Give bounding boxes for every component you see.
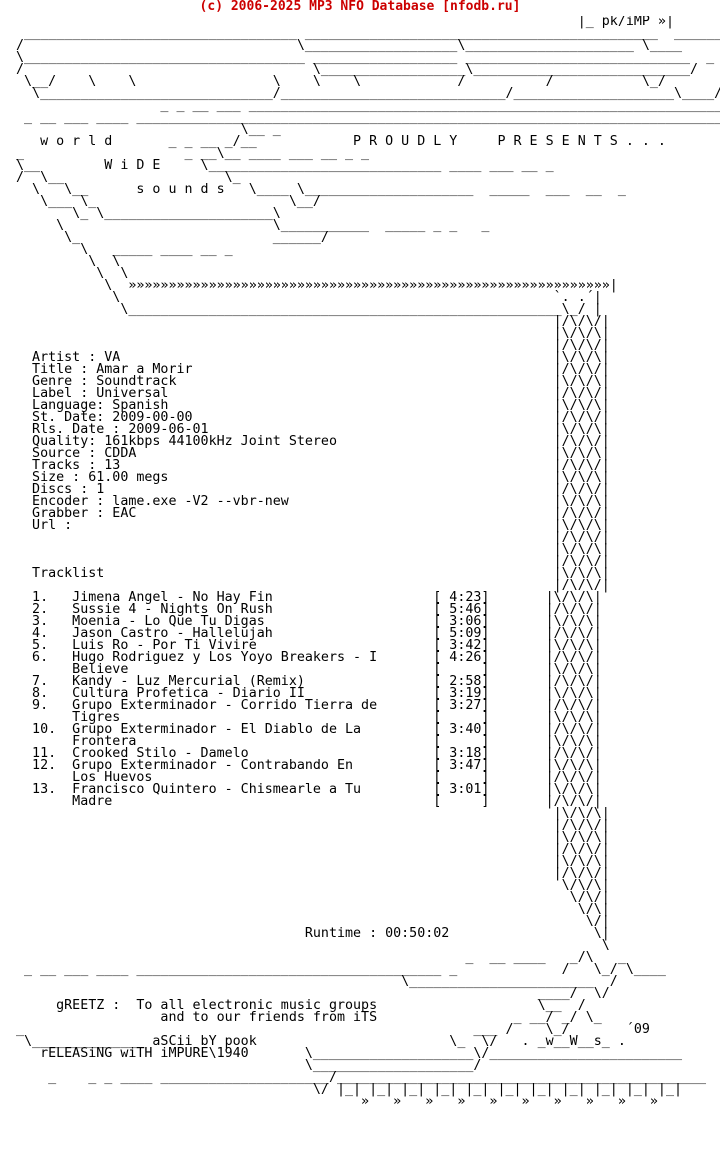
nfo-text: |_ pk/iMP »| ___________________________… — [16, 16, 720, 1109]
copyright-link[interactable]: (c) 2006-2025 MP3 NFO Database [nfodb.ru… — [199, 0, 521, 14]
site-header: (c) 2006-2025 MP3 NFO Database [nfodb.ru… — [0, 0, 720, 14]
